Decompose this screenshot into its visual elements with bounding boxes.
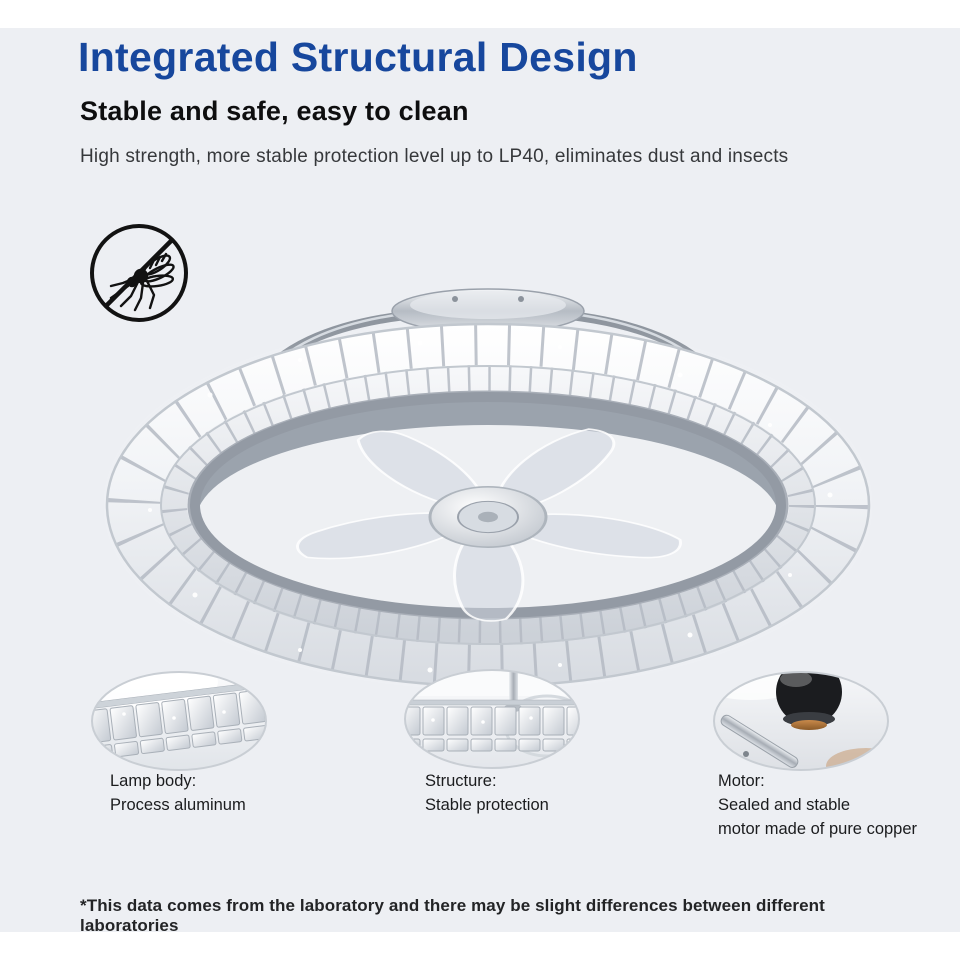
feature-motor: Motor: Sealed and stable motor made of p…: [718, 770, 948, 842]
feature-detail: Process aluminum: [110, 795, 246, 814]
footnote: *This data comes from the laboratory and…: [80, 896, 825, 935]
feature-label: Structure:: [425, 772, 497, 790]
feature-label: Lamp body:: [110, 772, 197, 790]
page-description: High strength, more stable protection le…: [80, 146, 789, 167]
motor-photo: [706, 666, 896, 776]
feature-detail: Sealed and stable motor made of pure cop…: [718, 795, 918, 838]
structure-photo: [397, 664, 587, 774]
page-subtitle: Stable and safe, easy to clean: [80, 96, 469, 126]
crystal-ring-ceiling-fan-photo: [0, 255, 960, 695]
feature-structure: Structure: Stable protection: [425, 770, 655, 818]
page-title: Integrated Structural Design: [78, 34, 638, 80]
feature-detail: Stable protection: [425, 795, 549, 814]
feature-lamp-body: Lamp body: Process aluminum: [110, 770, 340, 818]
lamp-body-photo: [84, 666, 274, 776]
no-mosquito-icon: [84, 218, 194, 328]
feature-label: Motor:: [718, 772, 765, 790]
